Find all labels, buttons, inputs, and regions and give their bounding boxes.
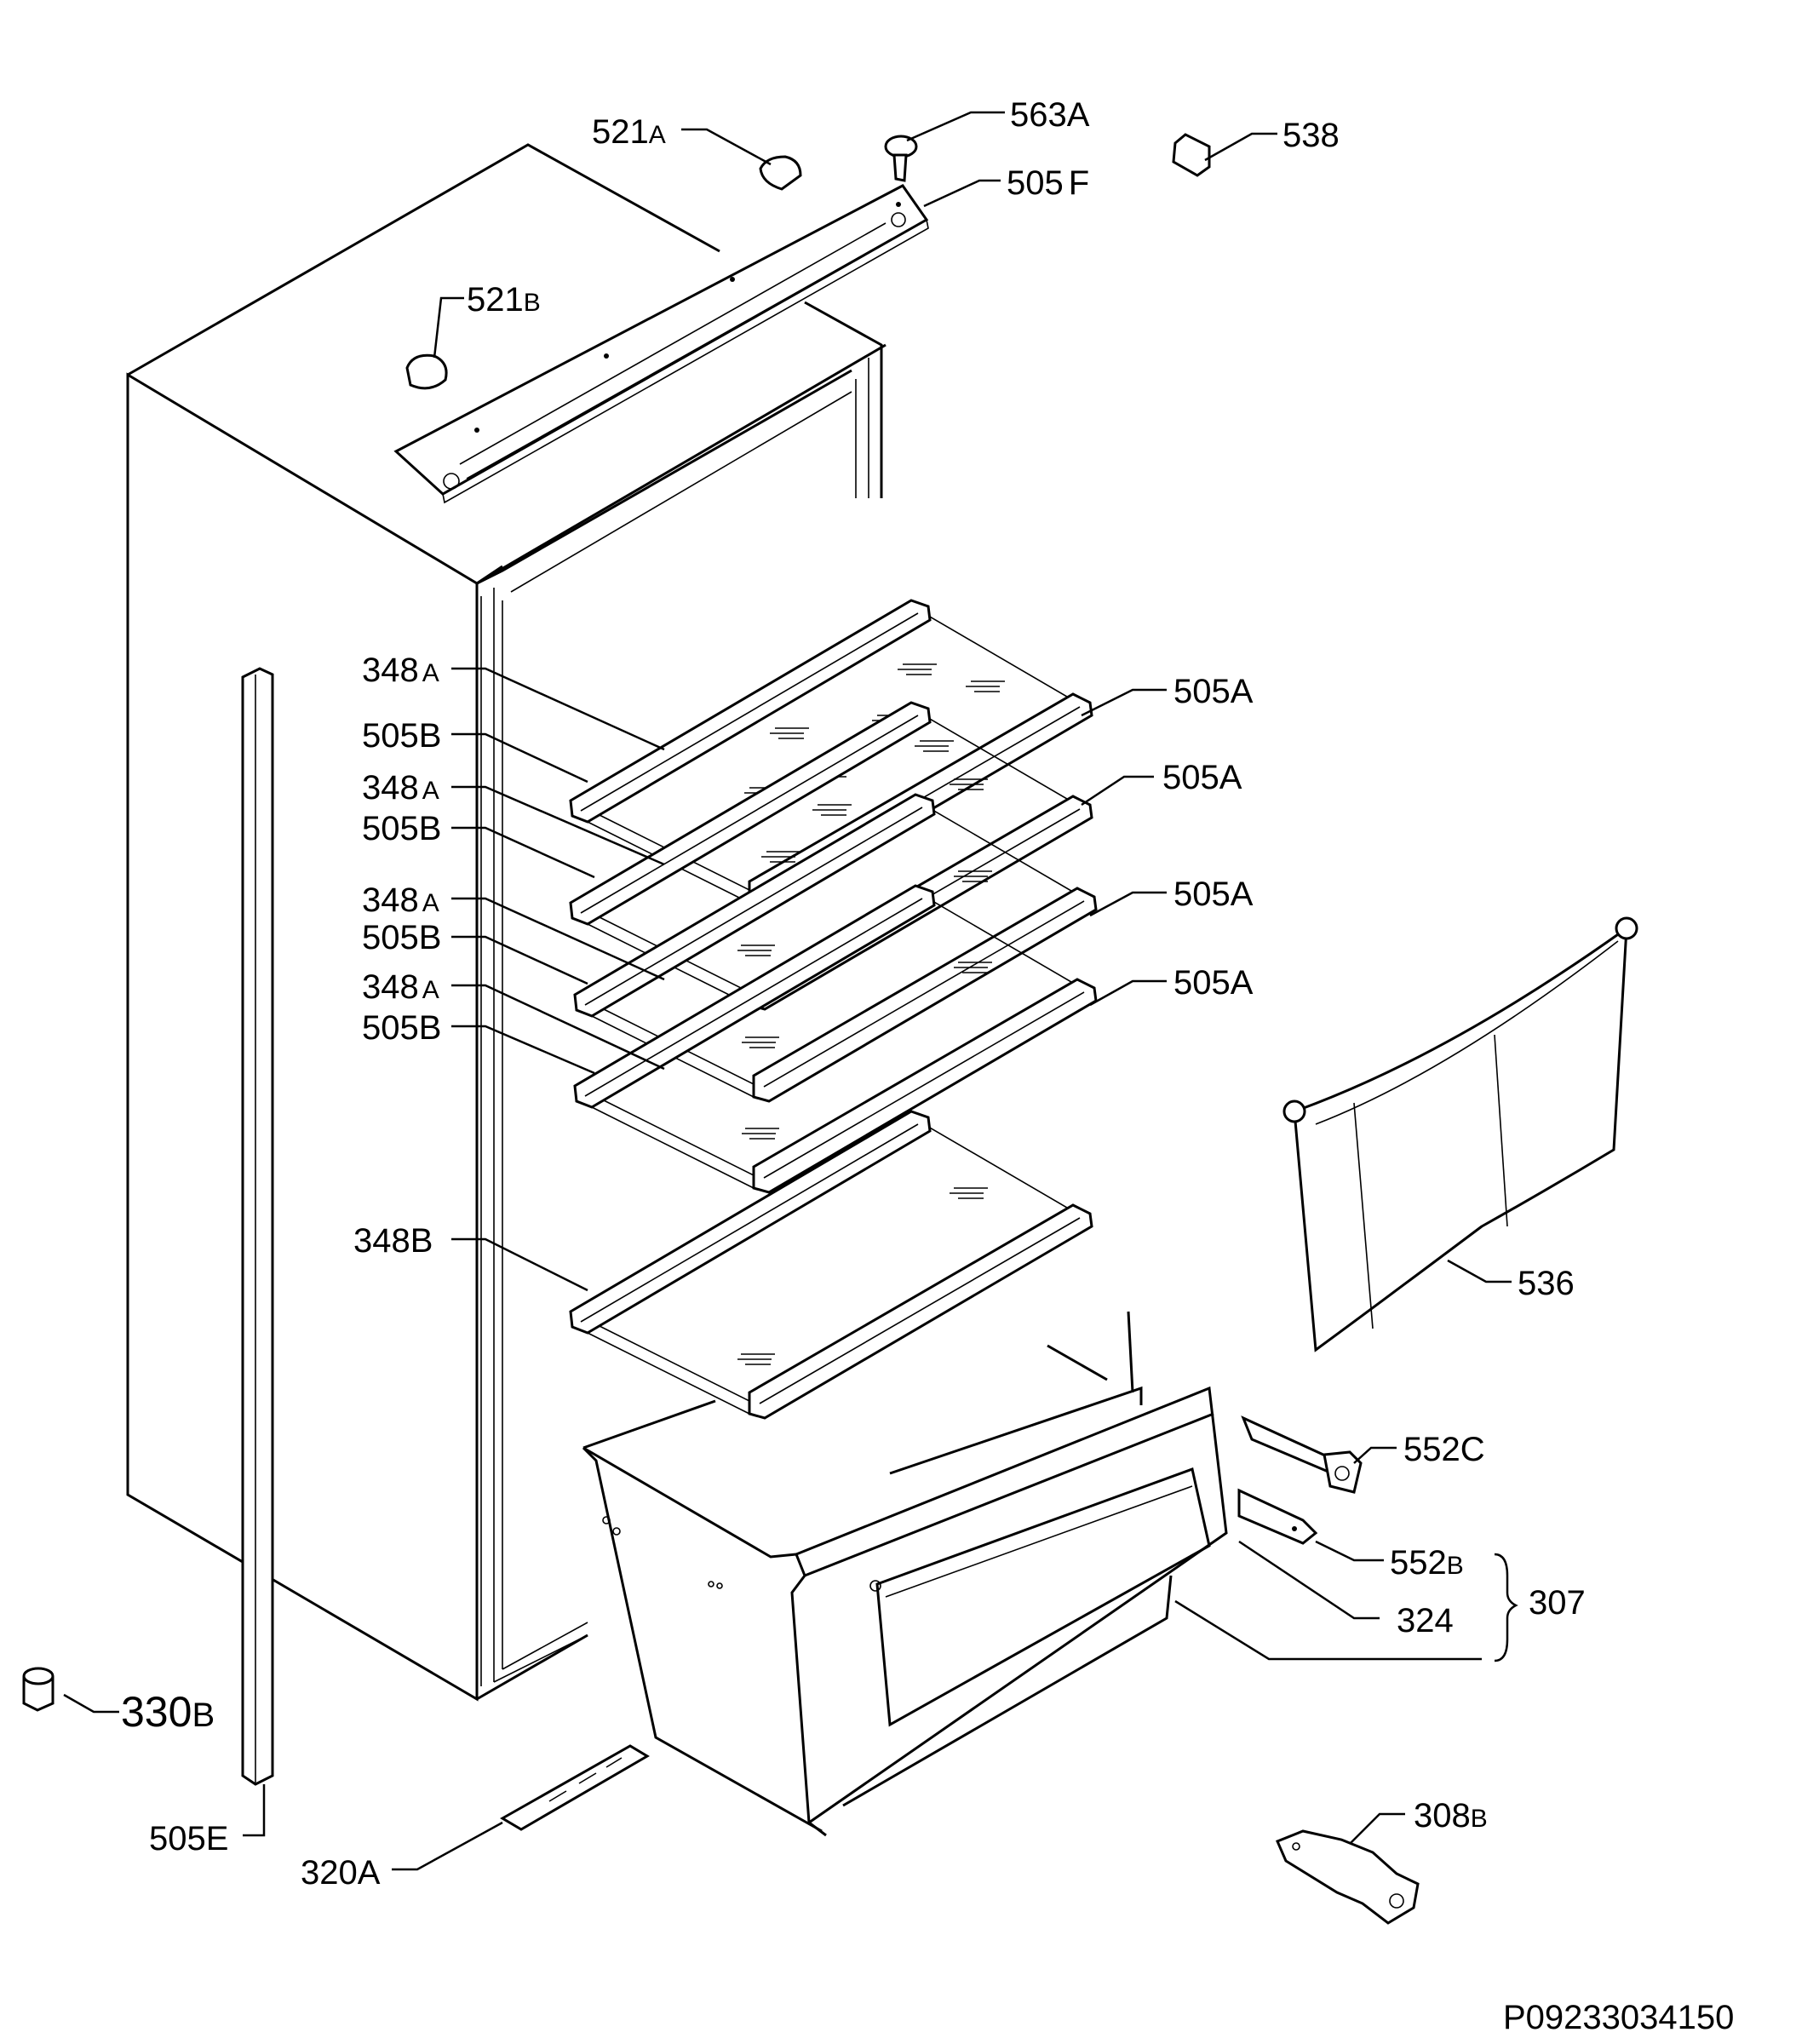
label-308B: 308B <box>1414 1797 1488 1834</box>
cap-521B <box>405 353 448 390</box>
label-505A-1: 505A <box>1173 673 1254 710</box>
label-505A-4: 505A <box>1173 964 1254 1002</box>
shelf-group <box>569 599 1098 1420</box>
label-505B-1: 505B <box>362 717 441 755</box>
rail-552C <box>1241 1415 1363 1494</box>
label-505A-2: 505A <box>1162 759 1242 796</box>
label-563A: 563A <box>1010 96 1090 134</box>
label-536: 536 <box>1518 1265 1575 1302</box>
label-505B-2: 505B <box>362 810 441 847</box>
hinge-308B <box>1276 1829 1420 1925</box>
door-seal-505E <box>241 667 274 1786</box>
top-rail-505F <box>393 184 929 504</box>
cabinet-body <box>126 143 887 1702</box>
shelf-3 <box>573 793 1098 1103</box>
label-505B-4: 505B <box>362 1009 441 1047</box>
door-bin-536 <box>1282 916 1638 1352</box>
label-538: 538 <box>1282 117 1340 154</box>
rail-552B <box>1237 1488 1318 1545</box>
label-320A: 320A <box>301 1854 381 1892</box>
crisper-drawer-324 <box>582 1311 1228 1837</box>
label-307: 307 <box>1529 1584 1586 1622</box>
label-505E: 505E <box>149 1820 228 1857</box>
screw-563A <box>884 135 918 182</box>
label-521B: 521B <box>467 281 541 319</box>
hinge-538 <box>1172 133 1211 177</box>
label-348B: 348B <box>353 1222 433 1260</box>
label-505B-3: 505B <box>362 919 441 956</box>
hinge-cover-320A <box>500 1744 650 1831</box>
label-552B: 552B <box>1390 1544 1464 1582</box>
label-330B: 330B <box>121 1688 215 1736</box>
label-505A-3: 505A <box>1173 876 1254 913</box>
label-552C: 552C <box>1403 1431 1485 1468</box>
label-324: 324 <box>1397 1602 1454 1639</box>
label-521A: 521A <box>592 113 666 151</box>
shelf-5 <box>569 1110 1093 1420</box>
cap-521A <box>759 155 802 191</box>
drawing-code: P09233034150 <box>1503 1999 1734 2036</box>
front-trim <box>748 1203 1093 1420</box>
leader-lines <box>63 111 1518 1871</box>
foot-330B <box>22 1667 55 1712</box>
